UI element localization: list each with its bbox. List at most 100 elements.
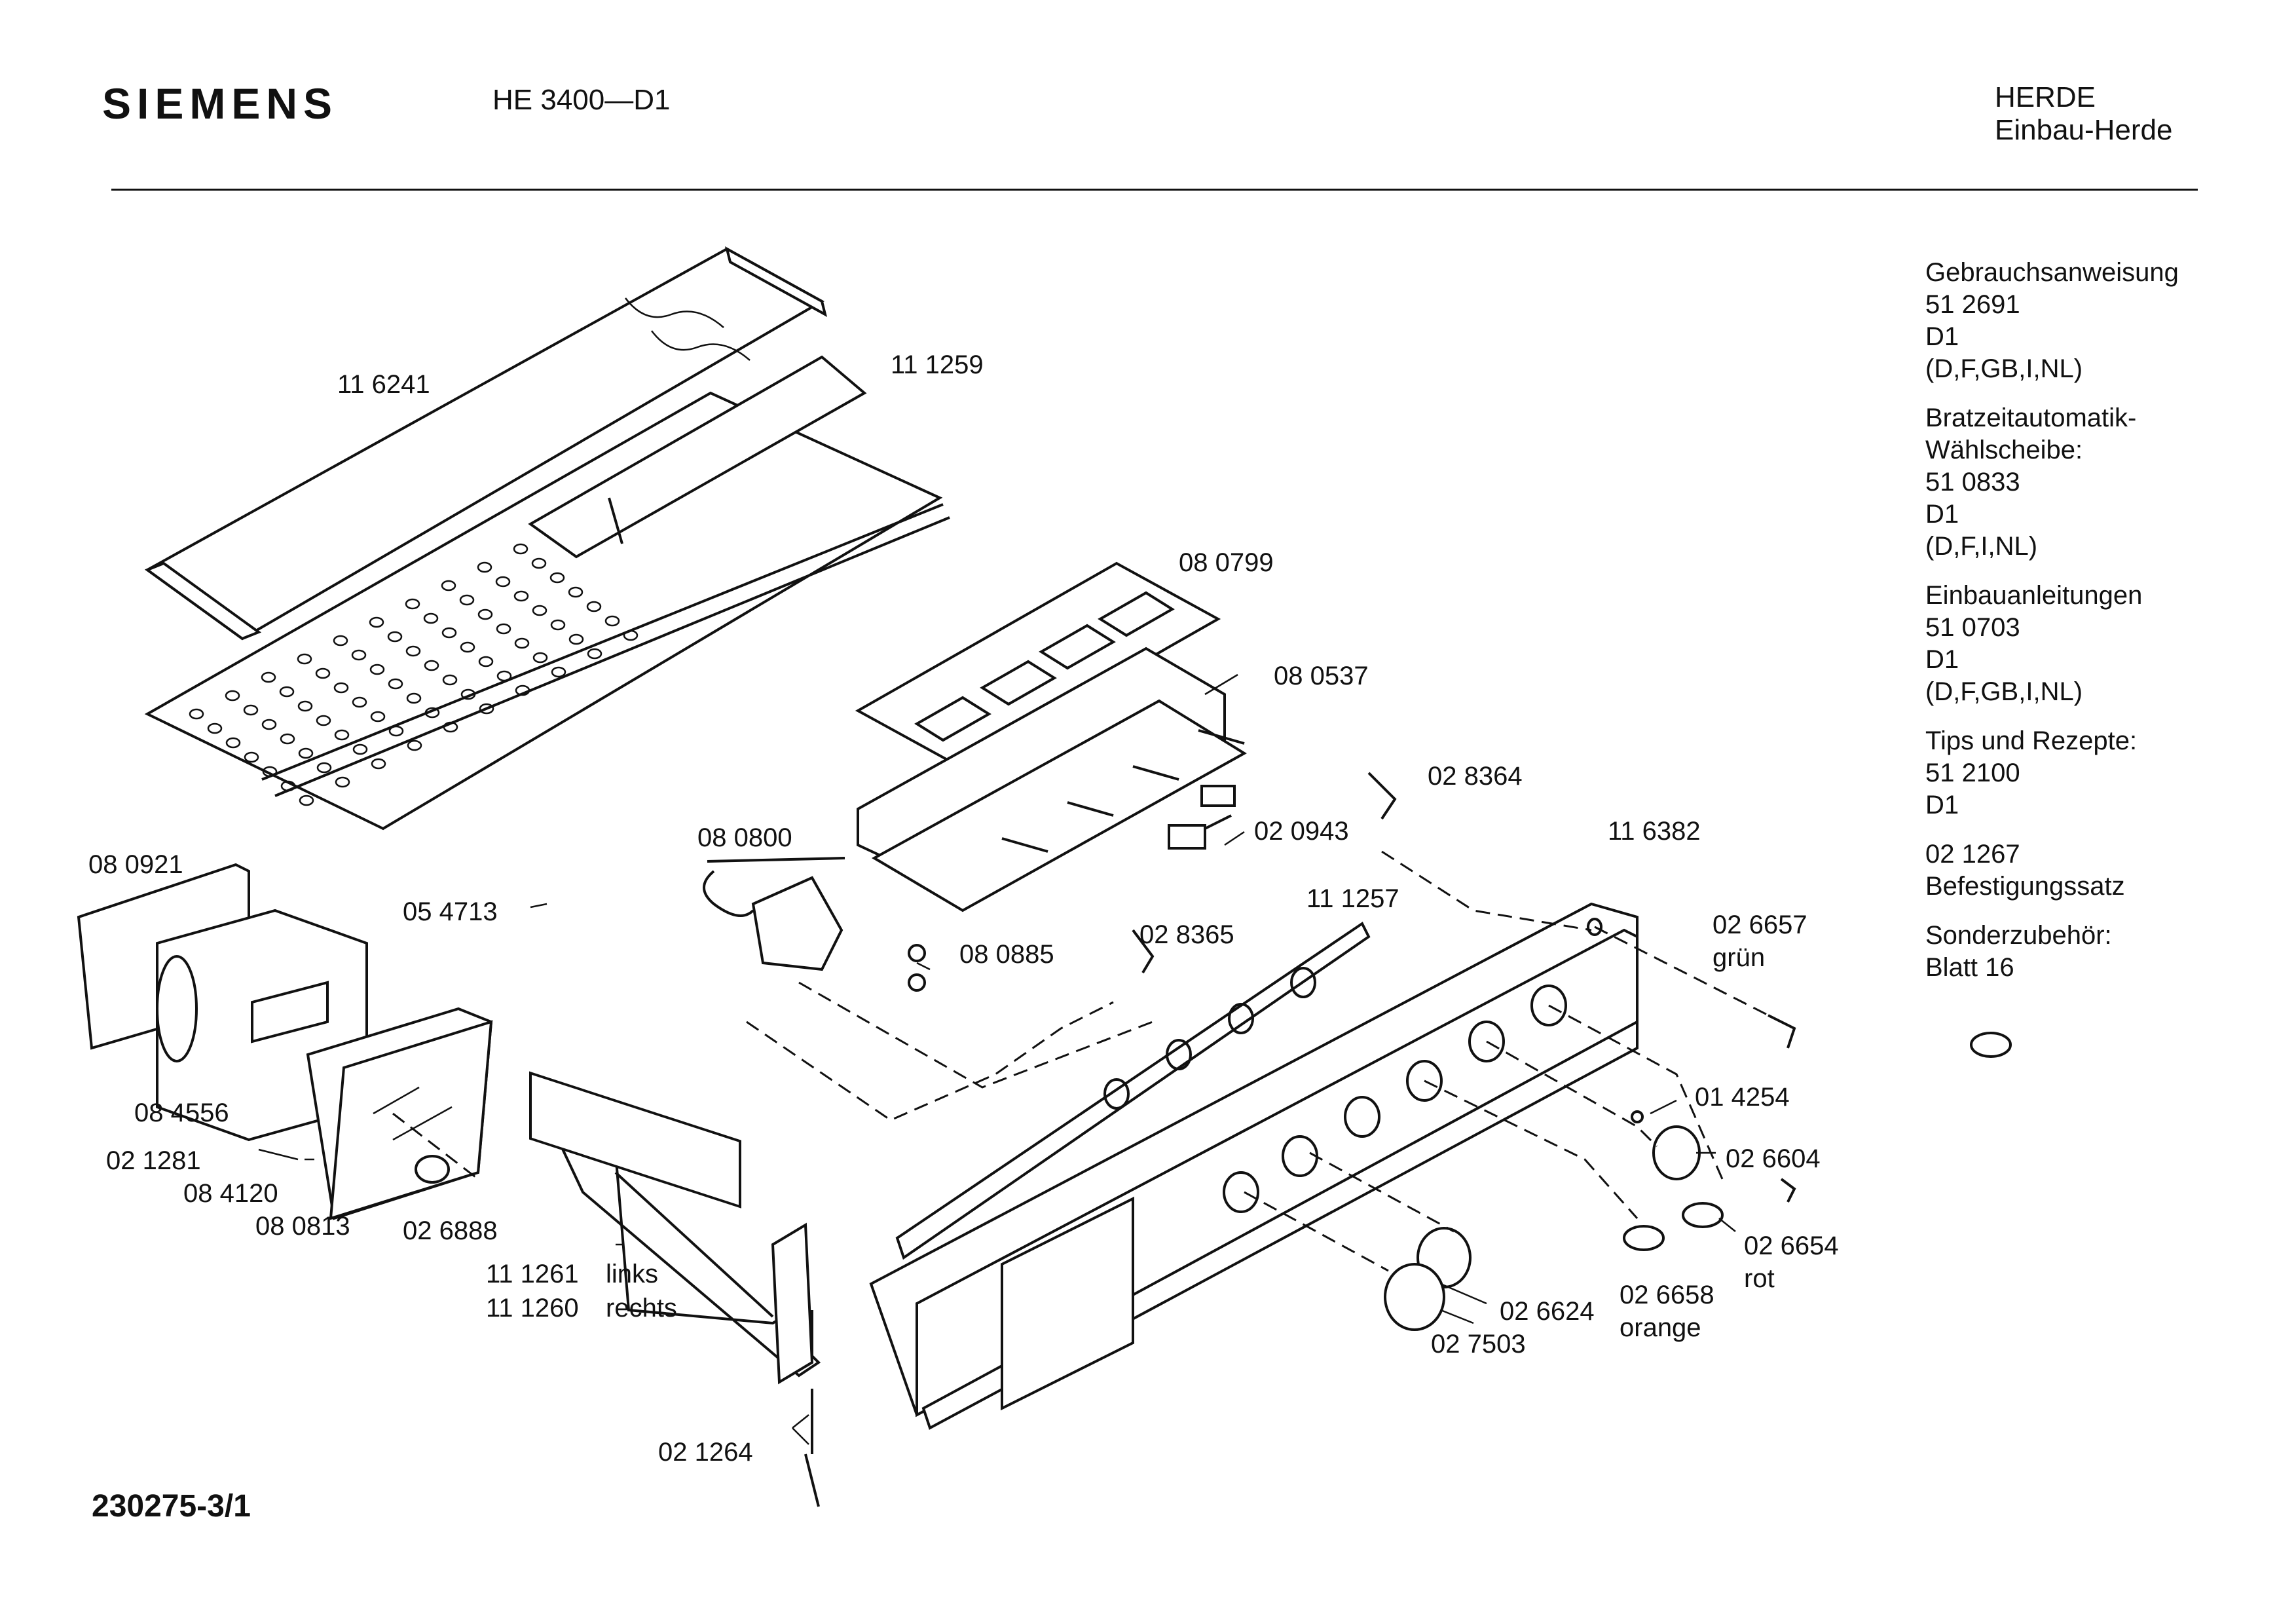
perforation-hole (280, 780, 296, 792)
perforation-hole (441, 580, 456, 591)
side-info-line: Gebrauchsanweisung (1925, 258, 2179, 287)
perforation-hole (315, 667, 331, 679)
perforation-hole (369, 664, 385, 675)
document-number: 230275-3/1 (92, 1489, 251, 1524)
perforation-hole (549, 572, 565, 584)
perforation-hole (477, 609, 493, 620)
side-info-line: Tips und Rezepte: (1925, 726, 2138, 755)
perforation-hole (244, 751, 259, 763)
side-info-line: 51 0833 (1925, 468, 2020, 497)
side-info-line: 51 2691 (1925, 290, 2020, 319)
category-title: HERDE (1995, 81, 2096, 113)
model-number: HE 3400—D1 (492, 84, 671, 116)
perforation-hole (261, 719, 277, 730)
side-info-group: Sonderzubehör:Blatt 16 (1925, 920, 2253, 984)
perforation-hole (515, 685, 530, 696)
label-084556: 08 4556 (134, 1098, 229, 1127)
perforation-hole (496, 670, 512, 682)
perforation-hole (388, 678, 403, 690)
label-116382: 11 6382 (1608, 817, 1701, 846)
timer-assembly (77, 863, 493, 1220)
label-111260: 11 1260 (486, 1294, 579, 1323)
perforation-hole (189, 708, 204, 720)
side-rail (554, 1134, 821, 1385)
label-021281: 02 1281 (106, 1146, 201, 1175)
side-info-line: (D,F,GB,I,NL) (1925, 677, 2083, 706)
perforation-hole (532, 652, 548, 664)
label-027503: 02 7503 (1431, 1330, 1526, 1359)
perforation-hole (551, 666, 566, 678)
side-info-line: D1 (1925, 322, 1959, 351)
perforation-hole (424, 707, 440, 719)
label-026654-color: rot (1744, 1264, 1775, 1293)
perforation-hole (513, 543, 528, 555)
side-info-line: Befestigungssatz (1925, 872, 2125, 901)
label-026658-color: orange (1620, 1313, 1701, 1342)
perforation-hole (531, 557, 547, 569)
perforation-hole (623, 629, 639, 641)
label-084120: 08 4120 (183, 1179, 278, 1208)
header-rule (111, 189, 2198, 191)
perforation-hole (334, 729, 350, 741)
perforation-hole (297, 700, 313, 712)
perforation-hole (262, 766, 278, 778)
perforation-hole (568, 586, 583, 598)
label-080800: 08 0800 (697, 823, 792, 852)
side-info-line: 51 0703 (1925, 613, 2020, 642)
perforation-hole (207, 723, 223, 734)
perforation-hole (369, 616, 384, 628)
leader-lines (258, 673, 1736, 1445)
perforation-hole (424, 660, 439, 671)
perforation-hole (298, 747, 314, 759)
perforation-hole (532, 605, 547, 616)
label-111260-side: rechts (606, 1294, 677, 1323)
perforation-hole (587, 648, 602, 660)
perforation-hole (299, 795, 314, 806)
perforation-hole (568, 633, 584, 645)
perforation-holes (189, 543, 639, 806)
perforation-hole (459, 594, 475, 606)
side-info-line: D1 (1925, 791, 1959, 819)
label-026654: 02 6654 (1744, 1231, 1839, 1260)
perforation-hole (407, 740, 422, 751)
label-021264: 02 1264 (658, 1438, 753, 1467)
label-026624: 02 6624 (1500, 1297, 1595, 1326)
perforation-hole (586, 601, 602, 612)
label-111257: 11 1257 (1306, 884, 1399, 913)
perforation-hole (316, 715, 331, 726)
perforation-hole (514, 637, 530, 649)
perforation-hole (279, 686, 295, 698)
perforation-hole (604, 615, 620, 627)
side-info-line: Einbauanleitungen (1925, 581, 2143, 610)
label-026657-color: grün (1713, 943, 1765, 972)
top-trim-strip (144, 246, 950, 831)
selector-switch-assembly (855, 561, 1247, 912)
perforation-hole (550, 619, 566, 631)
perforation-hole (479, 703, 494, 715)
label-026604: 02 6604 (1726, 1144, 1821, 1173)
label-080799: 08 0799 (1179, 548, 1274, 577)
perforation-hole (333, 682, 349, 694)
label-111259: 11 1259 (891, 350, 984, 379)
label-080537: 08 0537 (1274, 662, 1369, 690)
perforation-hole (370, 711, 386, 723)
label-026888: 02 6888 (403, 1216, 498, 1245)
control-panel (869, 902, 1639, 1430)
side-info-line: Blatt 16 (1925, 953, 2014, 982)
side-info-line: Bratzeitautomatik- (1925, 404, 2137, 432)
perforation-hole (335, 776, 350, 788)
label-054713: 05 4713 (403, 897, 498, 926)
brand-logo: SIEMENS (102, 79, 339, 128)
label-080813: 08 0813 (255, 1212, 350, 1241)
subcategory-title: Einbau-Herde (1995, 114, 2173, 146)
label-116241: 11 6241 (337, 370, 430, 399)
side-info-line: (D,F,I,NL) (1925, 532, 2038, 561)
side-info-line: D1 (1925, 645, 1959, 674)
perforation-hole (478, 656, 494, 667)
perforation-hole (405, 645, 421, 657)
label-026657: 02 6657 (1713, 910, 1807, 939)
